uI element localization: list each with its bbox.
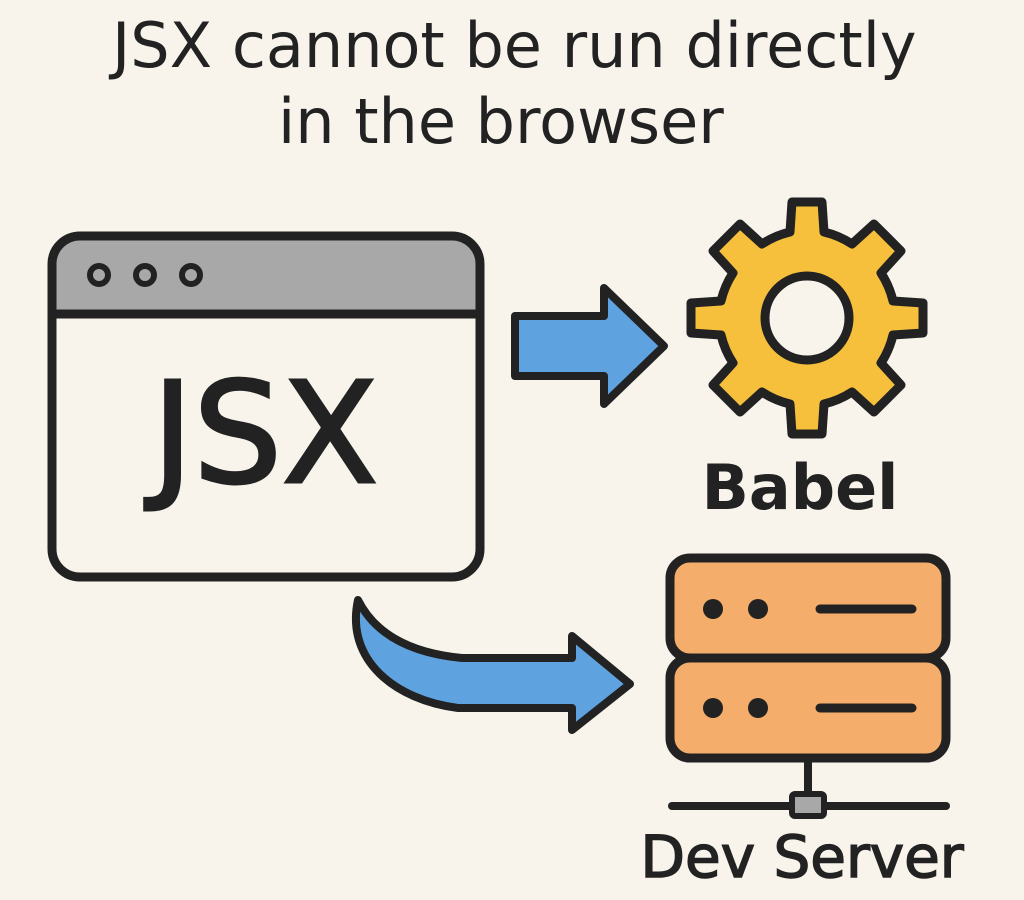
window-dot-3: [179, 263, 203, 287]
server-bottom-led-2: [748, 698, 768, 718]
arrow-to-dev-server: [352, 596, 634, 734]
browser-frame: [47, 231, 485, 582]
server-network-node: [789, 791, 827, 819]
window-dot-1: [87, 263, 111, 287]
diagram-title: JSX cannot be run directly in the browse…: [0, 8, 1024, 160]
babel-label: Babel: [701, 451, 899, 524]
dev-server-label: Dev Server: [640, 822, 965, 892]
gear-hole: [760, 271, 854, 365]
server-bottom-led-1: [703, 698, 723, 718]
window-dot-2: [133, 263, 157, 287]
gear-icon: [686, 197, 928, 439]
browser-window-icon: [47, 231, 485, 582]
jsx-label: JSX: [150, 352, 379, 518]
browser-titlebar: [52, 236, 480, 314]
title-line-1: JSX cannot be run directly: [112, 9, 917, 82]
server-icon: [665, 553, 951, 819]
server-top-led-1: [703, 599, 723, 619]
server-top-led-2: [748, 599, 768, 619]
arrow-to-babel: [511, 284, 668, 408]
title-line-2: in the browser: [278, 85, 724, 158]
